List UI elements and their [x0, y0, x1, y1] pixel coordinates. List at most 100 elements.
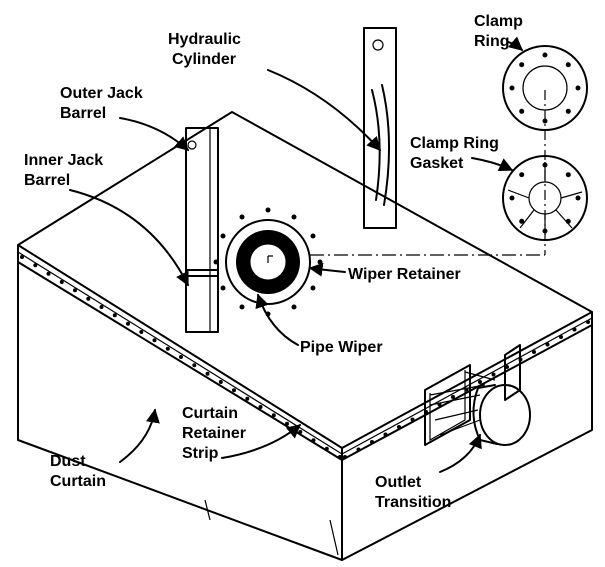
outlet-opening [424, 364, 471, 446]
bolt-hole [519, 62, 525, 68]
bolt [239, 214, 245, 220]
leader-hydraulic-cylinder [267, 69, 381, 152]
rivet [478, 380, 482, 384]
bolt-hole [509, 195, 515, 201]
rivet [271, 413, 276, 418]
bolt-hole [565, 172, 571, 178]
bolt [213, 259, 219, 265]
rivet [559, 335, 563, 339]
rivet [451, 395, 455, 399]
rivet [258, 405, 263, 409]
rivet [572, 327, 577, 332]
curtain-retainer-strip-left [17, 251, 343, 455]
bolt-hole [575, 85, 581, 91]
bolt-hole [542, 118, 548, 124]
rivet [491, 372, 496, 377]
bolt [291, 214, 297, 220]
label-clamp-ring-gasket: Clamp Ring Gasket [410, 135, 503, 172]
rivet [324, 446, 329, 451]
rivet [232, 388, 236, 393]
leader-pipe-wiper [255, 293, 299, 346]
bolt-hole [509, 85, 515, 91]
leader-dust-curtain [119, 408, 160, 463]
bolt-hole [565, 108, 571, 114]
clamp-ring-bolt-holes [509, 52, 581, 124]
jack-barrel-pin [187, 140, 197, 150]
rivet [532, 350, 536, 354]
bolt-hole [542, 162, 548, 168]
wiper-retainer-bolts [213, 207, 323, 317]
inner-jack-barrel [185, 269, 219, 333]
leader-wiper-retainer [308, 262, 346, 277]
bolt [265, 207, 271, 213]
bolt [239, 304, 245, 310]
bolt-hole [565, 218, 571, 224]
rivet [370, 440, 374, 444]
bolt-hole [575, 195, 581, 201]
bolt [220, 233, 226, 239]
dust-curtain-right [341, 324, 593, 561]
label-hydraulic-cylinder: Hydraulic Cylinder [168, 31, 245, 68]
bolt [310, 233, 316, 239]
bolt-hole [542, 52, 548, 58]
rivet [245, 396, 250, 401]
leader-curtain-retainer-strip [221, 424, 302, 459]
gasket-slits [507, 162, 583, 235]
rivet [311, 438, 316, 443]
leader-clamp-ring-gasket [471, 157, 514, 171]
rivet [33, 263, 38, 268]
rivet [343, 455, 347, 459]
bolt [220, 285, 226, 291]
label-wiper-retainer: Wiper Retainer [348, 266, 461, 283]
rivet [545, 342, 550, 347]
rivet [410, 417, 415, 422]
cylinder-pin [372, 39, 384, 51]
bolt-hole [519, 218, 525, 224]
gasket-bolt-holes [509, 162, 581, 234]
rivet [46, 271, 51, 276]
label-inner-jack-barrel: Inner Jack Barrel [24, 152, 108, 189]
leader-outlet-transition [439, 433, 482, 473]
rivet [152, 338, 157, 343]
bolt-hole [565, 62, 571, 68]
hydraulic-cylinder-housing [363, 27, 397, 229]
bolt-hole [542, 228, 548, 234]
label-dust-curtain: Dust Curtain [50, 453, 106, 490]
bolt-hole [519, 172, 525, 178]
label-clamp-ring: Clamp Ring [474, 13, 527, 50]
rivet [126, 321, 130, 326]
outlet-opening-frame [429, 370, 466, 442]
rivet [383, 432, 388, 437]
outer-jack-barrel [185, 127, 219, 277]
rivet [86, 296, 91, 301]
rivet [586, 320, 590, 324]
leader-clamp-ring [507, 36, 524, 51]
leader-inner-jack-barrel [69, 189, 189, 287]
rivet [165, 346, 170, 351]
pipe-marker [267, 255, 273, 263]
rivet [179, 355, 183, 359]
rivet [139, 330, 144, 334]
outlet-pipe-end [479, 384, 531, 446]
clamp-ring [502, 45, 588, 131]
bolt [291, 304, 297, 310]
rivet [99, 305, 104, 309]
rivet [20, 255, 24, 259]
curtain-fold [204, 499, 211, 521]
outlet-transition-lines [429, 371, 496, 436]
rivet [338, 455, 342, 459]
label-pipe-wiper: Pipe Wiper [300, 339, 383, 356]
rivet [112, 313, 117, 318]
bolt [310, 285, 316, 291]
curtain-fold [329, 519, 339, 556]
bolt-hole [519, 108, 525, 114]
label-curtain-retainer-strip: Curtain Retainer Strip [182, 405, 250, 462]
curtain-retainer-strip-right [341, 317, 593, 455]
label-outlet-transition: Outlet Transition [375, 474, 451, 511]
clamp-ring-gasket [502, 155, 588, 241]
rivet [356, 447, 361, 452]
rivet [73, 288, 77, 293]
label-outer-jack-barrel: Outer Jack Barrel [60, 85, 147, 122]
